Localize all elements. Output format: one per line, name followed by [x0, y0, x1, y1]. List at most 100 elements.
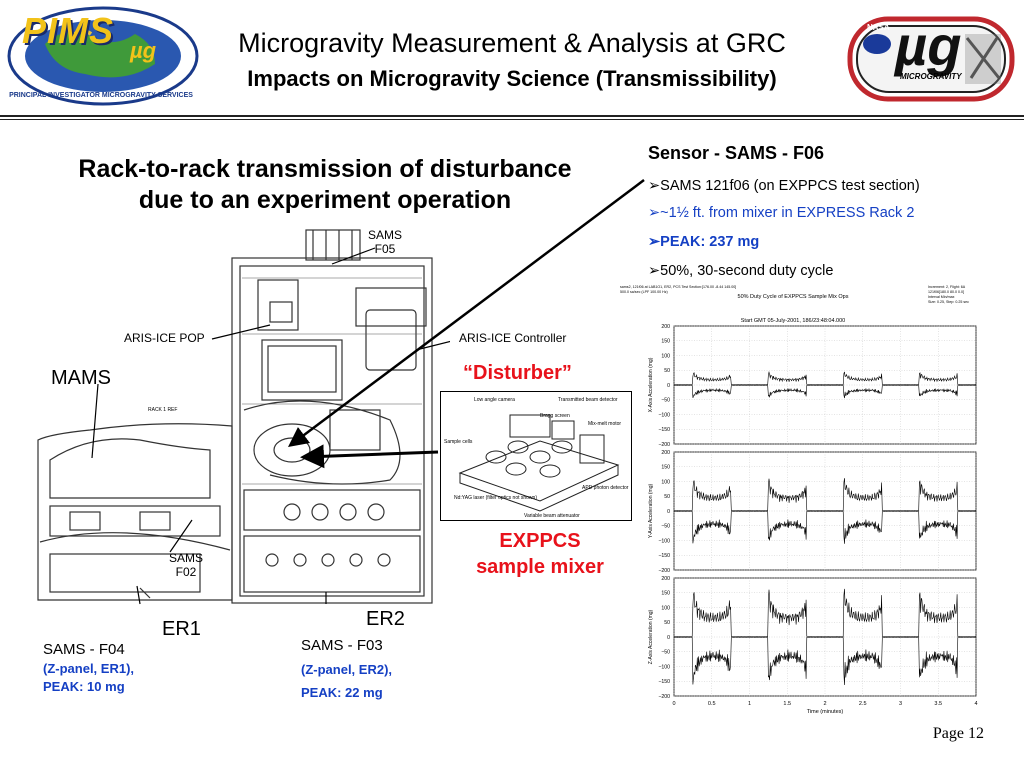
microgravity-logo-sub: MICROGRAVITY — [900, 72, 962, 81]
chart-ytick-label: 100 — [661, 353, 670, 359]
sensor-bullet-3: ➢PEAK: 237 mg — [648, 234, 759, 250]
sensor-f03-location: (Z-panel, ER2), — [301, 662, 393, 677]
chart-ytick-label: 200 — [661, 576, 670, 582]
chart-start-time: Start GMT 05-July-2001, 186/23:48:04.000 — [741, 318, 845, 324]
acceleration-chart: sams2, 121f06 at LAB1O1, ER2, PCS Test S… — [620, 285, 978, 715]
chart-ytick-label: 0 — [667, 509, 670, 515]
chart-ytick-label: 50 — [664, 494, 670, 500]
inset-transmitted: Transmitted beam detector — [558, 397, 618, 403]
chart-ytick-label: 0 — [667, 383, 670, 389]
arrow-mixer-to-rack — [300, 444, 439, 469]
label-exppcs: EXPPCS sample mixer — [455, 528, 625, 580]
pims-logo-mu: µg — [130, 38, 157, 63]
bullet-arrow-icon: ➢ — [648, 234, 661, 250]
sensor-bullet-1-text: SAMS 121f06 (on EXPPCS test section) — [660, 178, 920, 194]
label-er2: ER2 — [366, 608, 405, 630]
chart-ylabel: Y-Axis Acceleration (mg) — [648, 484, 654, 539]
label-sams-f02-line2: F02 — [175, 565, 197, 579]
inset-variable: Variable beam attenuator — [524, 513, 580, 519]
nasa-logo-text: NASA — [867, 23, 890, 32]
slide-title: Rack-to-rack transmission of disturbance… — [30, 154, 620, 216]
label-sams-f05-line2: F05 — [374, 242, 396, 256]
chart-xtick-label: 2 — [823, 701, 826, 707]
chart-xtick-label: 4 — [974, 701, 977, 707]
chart-ytick-label: −200 — [658, 442, 670, 448]
chart-header-left: sams2, 121f06 at LAB1O1, ER2, PCS Test S… — [620, 285, 736, 289]
label-rack1-ref: RACK 1 REF — [148, 407, 178, 413]
chart-series-line-max — [673, 370, 976, 386]
chart-ytick-label: 50 — [664, 368, 670, 374]
sensor-bullet-3-text: PEAK: 237 mg — [660, 234, 760, 250]
chart-header-right: Increment: 2, Flight: 6A — [928, 285, 966, 289]
chart-ytick-label: −150 — [658, 427, 670, 433]
label-disturber: “Disturber” — [463, 362, 572, 384]
inset-mix-melt: Mix-melt motor — [588, 421, 621, 427]
inset-ndyag: Nd:YAG laser (filter optics not shown) — [454, 495, 537, 501]
label-aris-ice-controller: ARIS-ICE Controller — [459, 331, 567, 345]
chart-ytick-label: −150 — [658, 679, 670, 685]
label-sams-f05-line1: SAMS — [367, 228, 402, 242]
bullet-arrow-icon: ➢ — [648, 205, 661, 221]
arrow-f06-to-mixer — [288, 179, 645, 447]
chart-ytick-label: −200 — [658, 694, 670, 700]
sensor-f04-peak: PEAK: 10 mg — [43, 679, 125, 694]
label-mams: MAMS — [51, 367, 111, 389]
microgravity-logo — [847, 16, 1015, 102]
bullet-arrow-icon: ➢ — [648, 178, 661, 194]
chart-series-line-max — [673, 478, 976, 512]
label-sams-f02-line1: SAMS — [168, 551, 203, 565]
pims-logo — [7, 6, 199, 106]
chart-xtick-label: 1.5 — [783, 701, 791, 707]
chart-series-line-min — [673, 384, 976, 399]
chart-ytick-label: −50 — [661, 650, 670, 656]
microgravity-logo-text: µg — [895, 14, 962, 77]
chart-ytick-label: 200 — [661, 450, 670, 456]
chart-ytick-label: 100 — [661, 605, 670, 611]
chart-xtick-label: 1 — [748, 701, 751, 707]
sensor-bullet-2-text: ~1½ ft. from mixer in EXPRESS Rack 2 — [660, 205, 915, 221]
slide-title-line2: due to an experiment operation — [138, 186, 512, 214]
pims-logo-ring-text: PRINCIPAL INVESTIGATOR MICROGRAVITY SERV… — [9, 92, 193, 99]
chart-ytick-label: 100 — [661, 479, 670, 485]
chart-xlabel: Time (minutes) — [807, 709, 844, 715]
sensor-bullet-4-text: 50%, 30-second duty cycle — [660, 263, 834, 279]
sensor-f04: SAMS - F04 (Z-panel, ER1), PEAK: 10 mg — [43, 641, 134, 694]
label-aris-ice-pop: ARIS-ICE POP — [124, 331, 205, 345]
inset-bragg: Bragg screen — [540, 413, 570, 419]
chart-ytick-label: −100 — [658, 538, 670, 544]
label-exppcs-line1: EXPPCS — [499, 530, 581, 552]
pims-logo-text: PIMS — [22, 10, 115, 51]
page-number: Page 12 — [932, 725, 984, 742]
inset-low-angle-camera: Low angle camera — [474, 397, 515, 403]
chart-ytick-label: −50 — [661, 524, 670, 530]
chart-ytick-label: 0 — [667, 635, 670, 641]
chart-series-line-min — [673, 636, 976, 686]
chart-xtick-label: 3.5 — [934, 701, 942, 707]
chart-header-left: 500.0 sa/sec (LPF 100.00 Hz) — [620, 290, 668, 294]
sensor-f04-location: (Z-panel, ER1), — [43, 661, 135, 676]
chart-ylabel: X-Axis Acceleration (mg) — [648, 357, 654, 412]
bullet-arrow-icon: ➢ — [648, 263, 661, 279]
sensor-f04-name: SAMS - F04 — [43, 641, 125, 658]
chart-xtick-label: 0 — [672, 701, 675, 707]
header-rule-thin — [0, 119, 1024, 120]
sensor-heading: Sensor - SAMS - F06 — [648, 143, 825, 163]
chart-header-right: 121f06[180.0 80.0 0.0] — [928, 290, 964, 294]
chart-xtick-label: 2.5 — [859, 701, 867, 707]
sensor-bullet-2: ➢~1½ ft. from mixer in EXPRESS Rack 2 — [648, 205, 914, 221]
chart-ytick-label: 150 — [661, 465, 670, 471]
chart-ytick-label: −50 — [661, 398, 670, 404]
header-title: Microgravity Measurement & Analysis at G… — [238, 28, 786, 58]
chart-header-title: 50% Duty Cycle of EXPPCS Sample Mix Ops — [738, 294, 849, 300]
label-er1: ER1 — [162, 618, 201, 640]
chart-header-right: Interval Min/max — [928, 295, 955, 299]
sensor-f03-name: SAMS - F03 — [301, 637, 383, 654]
label-sams-f02: SAMS F02 — [164, 551, 208, 579]
exppcs-inset: Low angle camera Transmitted beam detect… — [440, 391, 632, 521]
chart-xtick-label: 3 — [899, 701, 902, 707]
rack-drawing — [37, 229, 450, 605]
chart-ytick-label: −100 — [658, 664, 670, 670]
header-subtitle: Impacts on Microgravity Science (Transmi… — [247, 66, 777, 91]
chart-ytick-label: 50 — [664, 620, 670, 626]
